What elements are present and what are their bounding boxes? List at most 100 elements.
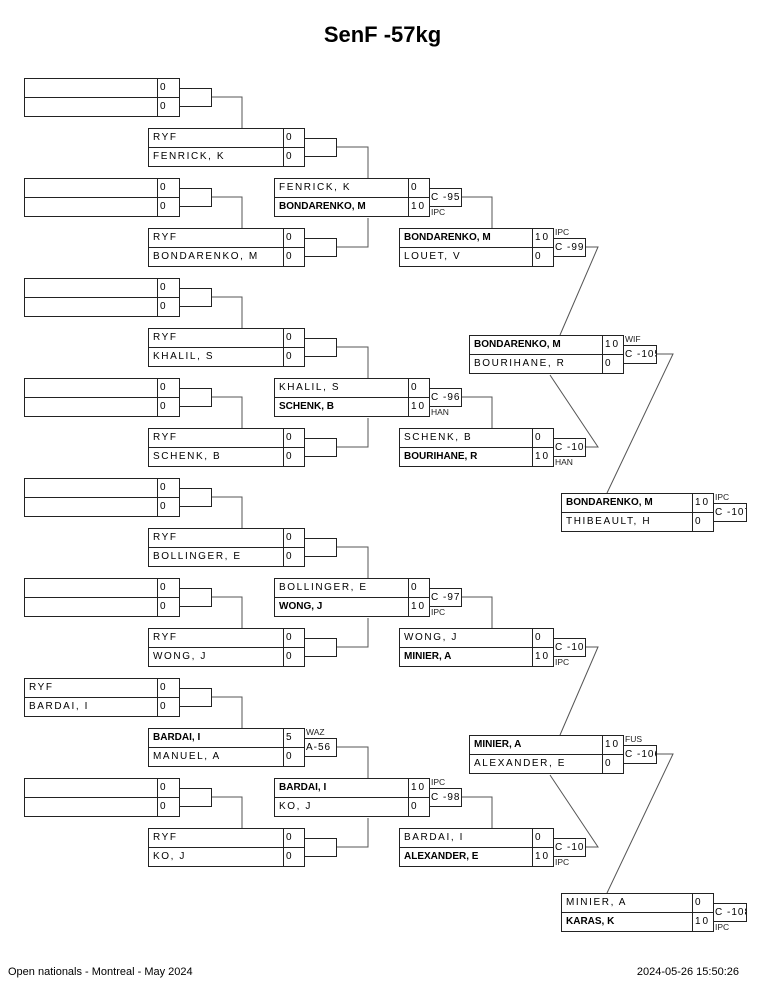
competitor-score: 10 <box>692 912 714 932</box>
competitor-name[interactable] <box>24 478 158 498</box>
competitor-name[interactable]: LOUET, V <box>399 247 533 267</box>
competitor-name[interactable]: KARAS, K <box>561 912 693 932</box>
match-code[interactable]: C -102 <box>553 838 586 857</box>
competitor-score: 0 <box>692 512 714 532</box>
competitor-name[interactable]: RYF <box>148 528 284 548</box>
competitor-name[interactable] <box>24 397 158 417</box>
match-code[interactable]: C -101 <box>553 638 586 657</box>
competitor-score: 0 <box>157 97 180 117</box>
competitor-name[interactable]: FENRICK, K <box>274 178 409 198</box>
competitor-name[interactable]: BOLLINGER, E <box>274 578 409 598</box>
competitor-name[interactable]: ALEXANDER, E <box>469 754 603 774</box>
competitor-name[interactable] <box>24 497 158 517</box>
match-code[interactable]: A-56 <box>304 738 337 757</box>
competitor-name[interactable]: RYF <box>148 128 284 148</box>
competitor-name[interactable]: KHALIL, S <box>274 378 409 398</box>
match-code[interactable]: C -99 <box>553 238 586 257</box>
competitor-name[interactable]: BONDARENKO, M <box>148 247 284 267</box>
match-connector[interactable] <box>304 138 337 157</box>
match-code[interactable]: C -100 <box>553 438 586 457</box>
competitor-name[interactable]: MANUEL, A <box>148 747 284 767</box>
competitor-name[interactable]: RYF <box>148 228 284 248</box>
competitor-name[interactable]: THIBEAULT, H <box>561 512 693 532</box>
competitor-name[interactable]: BARDAI, I <box>24 697 158 717</box>
competitor-name[interactable]: RYF <box>148 828 284 848</box>
competitor-score: 10 <box>408 597 430 617</box>
competitor-name[interactable]: KO, J <box>274 797 409 817</box>
competitor-name[interactable]: BARDAI, I <box>274 778 409 798</box>
match-connector[interactable] <box>304 638 337 657</box>
competitor-name[interactable] <box>24 797 158 817</box>
competitor-name[interactable]: KHALIL, S <box>148 347 284 367</box>
competitor-name[interactable]: MINIER, A <box>561 893 693 913</box>
competitor-score: 10 <box>692 493 714 513</box>
competitor-name[interactable]: BOURIHANE, R <box>469 354 603 374</box>
competitor-name[interactable]: BONDARENKO, M <box>469 335 603 355</box>
match-connector[interactable] <box>179 88 212 107</box>
competitor-name[interactable]: BONDARENKO, M <box>274 197 409 217</box>
competitor-name[interactable] <box>24 597 158 617</box>
match-connector[interactable] <box>179 588 212 607</box>
match-code[interactable]: C -107 <box>713 503 747 522</box>
competitor-name[interactable] <box>24 197 158 217</box>
competitor-name[interactable]: WONG, J <box>399 628 533 648</box>
match-code[interactable]: C -105 <box>623 345 657 364</box>
match-connector[interactable] <box>304 238 337 257</box>
competitor-name[interactable]: BONDARENKO, M <box>399 228 533 248</box>
competitor-name[interactable]: WONG, J <box>274 597 409 617</box>
competitor-name[interactable]: RYF <box>148 428 284 448</box>
competitor-name[interactable]: RYF <box>148 628 284 648</box>
competitor-name[interactable]: FENRICK, K <box>148 147 284 167</box>
competitor-name[interactable] <box>24 297 158 317</box>
competitor-score: 0 <box>157 697 180 717</box>
match-code[interactable]: C -96 <box>429 388 462 407</box>
competitor-name[interactable]: BONDARENKO, M <box>561 493 693 513</box>
competitor-name[interactable]: BOURIHANE, R <box>399 447 533 467</box>
match-code[interactable]: C -95 <box>429 188 462 207</box>
competitor-name[interactable]: BARDAI, I <box>399 828 533 848</box>
competitor-score: 0 <box>692 893 714 913</box>
match-code[interactable]: C -108 <box>713 903 747 922</box>
competitor-name[interactable]: MINIER, A <box>469 735 603 755</box>
connector-line <box>337 618 369 648</box>
competitor-name[interactable]: KO, J <box>148 847 284 867</box>
match-connector[interactable] <box>179 788 212 807</box>
match-code[interactable]: C -97 <box>429 588 462 607</box>
match-connector[interactable] <box>304 538 337 557</box>
competitor-name[interactable]: BOLLINGER, E <box>148 547 284 567</box>
match-code[interactable]: C -98 <box>429 788 462 807</box>
competitor-name[interactable]: SCHENK, B <box>274 397 409 417</box>
match-connector[interactable] <box>179 488 212 507</box>
competitor-name[interactable] <box>24 97 158 117</box>
match-code[interactable]: C -106 <box>623 745 657 764</box>
match-connector[interactable] <box>304 438 337 457</box>
competitor-name[interactable]: BARDAI, I <box>148 728 284 748</box>
competitor-name[interactable]: SCHENK, B <box>148 447 284 467</box>
competitor-name[interactable]: MINIER, A <box>399 647 533 667</box>
competitor-score: 0 <box>157 178 180 198</box>
competitor-name[interactable] <box>24 378 158 398</box>
competitor-name[interactable]: RYF <box>24 678 158 698</box>
competitor-name[interactable] <box>24 178 158 198</box>
competitor-name[interactable]: RYF <box>148 328 284 348</box>
competitor-name[interactable] <box>24 78 158 98</box>
match-connector[interactable] <box>304 838 337 857</box>
competitor-score: 0 <box>408 797 430 817</box>
match-connector[interactable] <box>304 338 337 357</box>
competitor-score: 0 <box>408 178 430 198</box>
match-connector[interactable] <box>179 288 212 307</box>
competitor-name[interactable]: ALEXANDER, E <box>399 847 533 867</box>
match-connector[interactable] <box>179 388 212 407</box>
match-connector[interactable] <box>179 688 212 707</box>
competitor-name[interactable]: WONG, J <box>148 647 284 667</box>
competitor-score: 0 <box>283 128 305 148</box>
match-connector[interactable] <box>179 188 212 207</box>
connector-line <box>212 396 243 428</box>
competitor-name[interactable]: SCHENK, B <box>399 428 533 448</box>
competitor-name[interactable] <box>24 778 158 798</box>
competitor-name[interactable] <box>24 578 158 598</box>
competitor-score: 0 <box>283 847 305 867</box>
competitor-name[interactable] <box>24 278 158 298</box>
competitor-score: 0 <box>532 828 554 848</box>
